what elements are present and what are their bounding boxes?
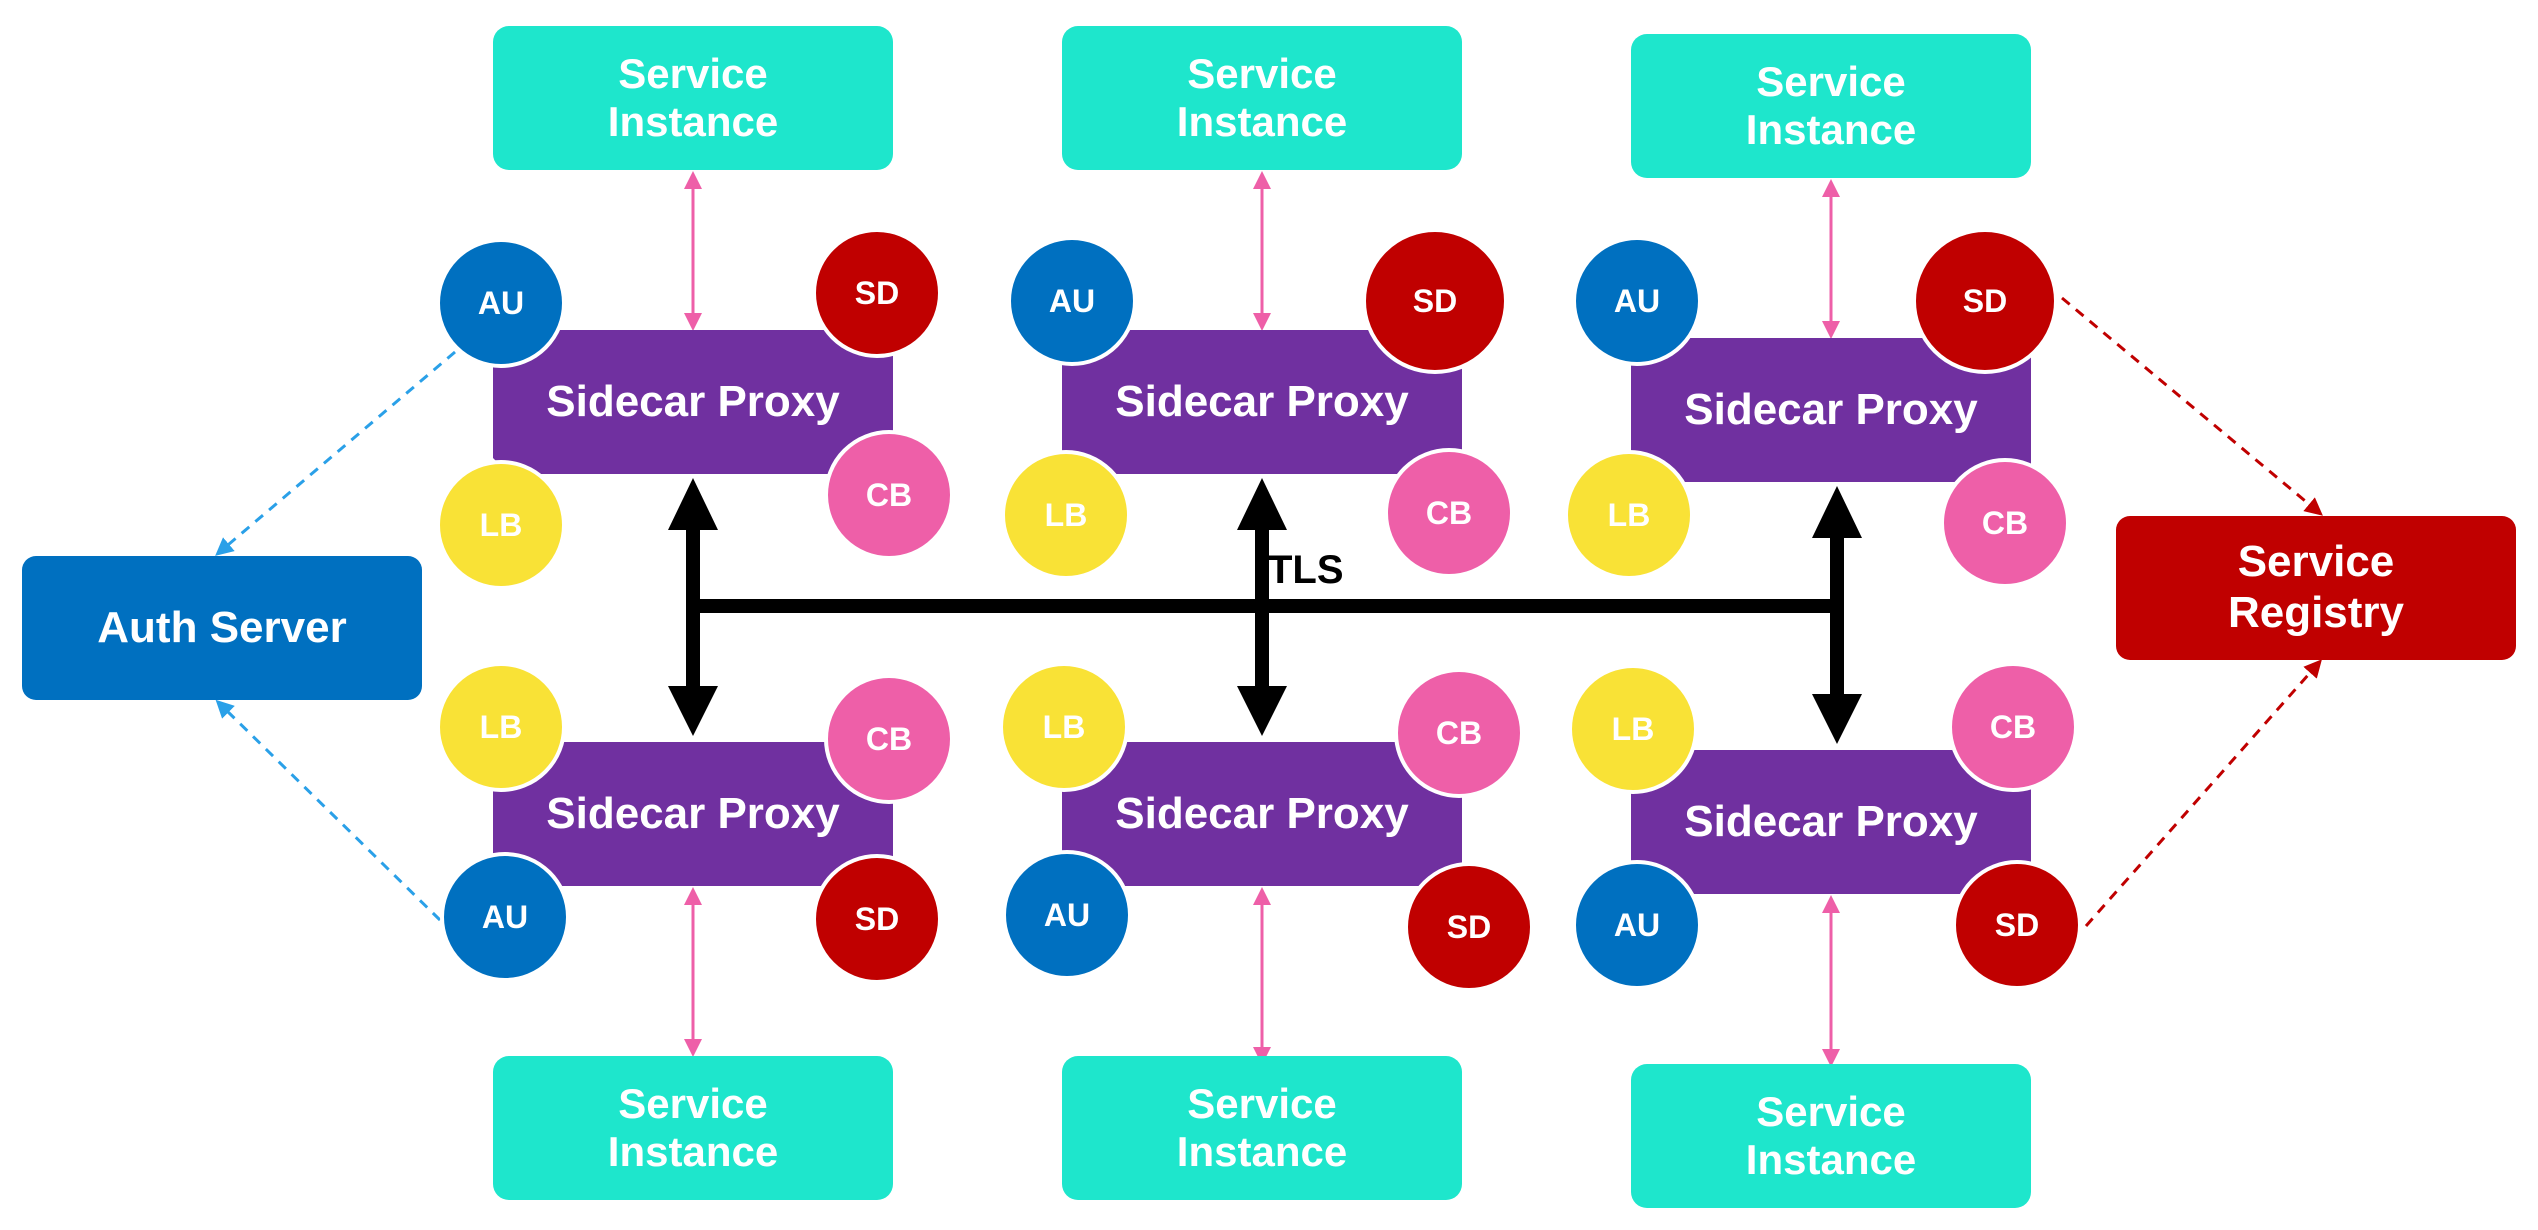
auth-dashed-arrow <box>215 350 456 556</box>
service-instance-line1: Service <box>618 49 768 97</box>
service-instance-line1: Service <box>1187 1079 1337 1127</box>
service-instance-line2: Instance <box>1176 1128 1348 1175</box>
au-badge-label: AU <box>1043 896 1091 933</box>
sd-badge-label: SD <box>1962 282 2008 319</box>
sd-badge-label: SD <box>854 900 900 937</box>
cb-badge-label: CB <box>1425 494 1473 531</box>
auth-server[interactable]: Auth Server <box>22 556 422 700</box>
lb-badge: LB <box>436 662 566 792</box>
au-badge-label: AU <box>477 284 525 321</box>
service-instance-line1: Service <box>1756 1087 1906 1135</box>
tls-double-arrow <box>1237 478 1287 736</box>
service-registry-label-line1: Service <box>2237 537 2395 587</box>
cb-badge: CB <box>1948 662 2078 792</box>
sidecar-proxy-label: Sidecar Proxy <box>1115 788 1409 838</box>
service-instance[interactable]: Service Instance <box>1631 1064 2031 1208</box>
lb-badge-label: LB <box>479 708 523 745</box>
au-badge-label: AU <box>1048 282 1096 319</box>
au-badge: AU <box>1002 850 1132 980</box>
sd-badge: SD <box>812 228 942 358</box>
sd-badge: SD <box>812 854 942 984</box>
sd-badge: SD <box>1404 862 1534 992</box>
auth-server-label: Auth Server <box>97 602 347 652</box>
sidecar-proxy-label: Sidecar Proxy <box>546 788 840 838</box>
lb-badge-label: LB <box>1607 496 1651 533</box>
cb-badge-label: CB <box>865 476 913 513</box>
sidecar-proxy[interactable]: Sidecar Proxy <box>1062 742 1462 886</box>
service-instance[interactable]: Service Instance <box>493 26 893 170</box>
sd-badge: SD <box>1952 860 2082 990</box>
lb-badge: LB <box>999 662 1129 792</box>
service-instance[interactable]: Service Instance <box>1062 1056 1462 1200</box>
au-badge: AU <box>436 238 566 368</box>
cb-badge-label: CB <box>1989 708 2037 745</box>
sd-badge: SD <box>1362 228 1508 374</box>
sidecar-proxy-label: Sidecar Proxy <box>1115 376 1409 426</box>
au-badge: AU <box>1572 860 1702 990</box>
tls-label: TLS <box>1268 548 1344 592</box>
sidecar-proxy[interactable]: Sidecar Proxy <box>1631 750 2031 894</box>
tls-double-arrow <box>668 478 718 736</box>
service-instance-line1: Service <box>1756 57 1906 105</box>
lb-badge: LB <box>1564 450 1694 580</box>
cb-badge-label: CB <box>1981 504 2029 541</box>
service-instance-line2: Instance <box>607 98 779 145</box>
sd-badge-label: SD <box>1412 282 1458 319</box>
lb-badge-label: LB <box>1042 708 1086 745</box>
sidecar-proxy[interactable]: Sidecar Proxy <box>493 330 893 474</box>
lb-badge: LB <box>436 460 566 590</box>
service-instance-line2: Instance <box>1176 98 1348 145</box>
sidecar-proxy[interactable]: Sidecar Proxy <box>493 742 893 886</box>
auth-dashed-arrow <box>215 699 442 922</box>
au-badge-label: AU <box>481 898 529 935</box>
service-instance[interactable]: Service Instance <box>1062 26 1462 170</box>
service-instance[interactable]: Service Instance <box>1631 34 2031 178</box>
service-instance-line2: Instance <box>1745 106 1917 153</box>
service-instance-line2: Instance <box>1745 1136 1917 1183</box>
service-registry-label-line2: Registry <box>2227 588 2405 637</box>
service-instance-line1: Service <box>1187 49 1337 97</box>
cb-badge: CB <box>824 674 954 804</box>
registry-dashed-arrow <box>2084 659 2322 927</box>
sidecar-proxy-label: Sidecar Proxy <box>546 376 840 426</box>
lb-badge-label: LB <box>1611 710 1655 747</box>
sd-badge: SD <box>1912 228 2058 374</box>
service-registry[interactable]: Service Registry <box>2116 516 2516 660</box>
au-badge: AU <box>1007 236 1137 366</box>
sd-badge-label: SD <box>854 274 900 311</box>
tls-double-arrow <box>1812 486 1862 744</box>
cb-badge-label: CB <box>865 720 913 757</box>
cb-badge: CB <box>1384 448 1514 578</box>
service-instance-line2: Instance <box>607 1128 779 1175</box>
au-badge: AU <box>440 852 570 982</box>
sidecar-proxy-label: Sidecar Proxy <box>1684 796 1978 846</box>
service-instance-line1: Service <box>618 1079 768 1127</box>
cb-badge: CB <box>824 430 954 560</box>
lb-badge-label: LB <box>1044 496 1088 533</box>
sd-badge-label: SD <box>1446 908 1492 945</box>
au-badge-label: AU <box>1613 906 1661 943</box>
cb-badge-label: CB <box>1435 714 1483 751</box>
sd-badge-label: SD <box>1994 906 2040 943</box>
lb-badge-label: LB <box>479 506 523 543</box>
service-instance[interactable]: Service Instance <box>493 1056 893 1200</box>
cb-badge: CB <box>1940 458 2070 588</box>
registry-dashed-arrow <box>2061 296 2323 516</box>
au-badge-label: AU <box>1613 282 1661 319</box>
cb-badge: CB <box>1394 668 1524 798</box>
sidecar-proxy-label: Sidecar Proxy <box>1684 384 1978 434</box>
lb-badge: LB <box>1568 664 1698 794</box>
lb-badge: LB <box>1001 450 1131 580</box>
au-badge: AU <box>1572 236 1702 366</box>
